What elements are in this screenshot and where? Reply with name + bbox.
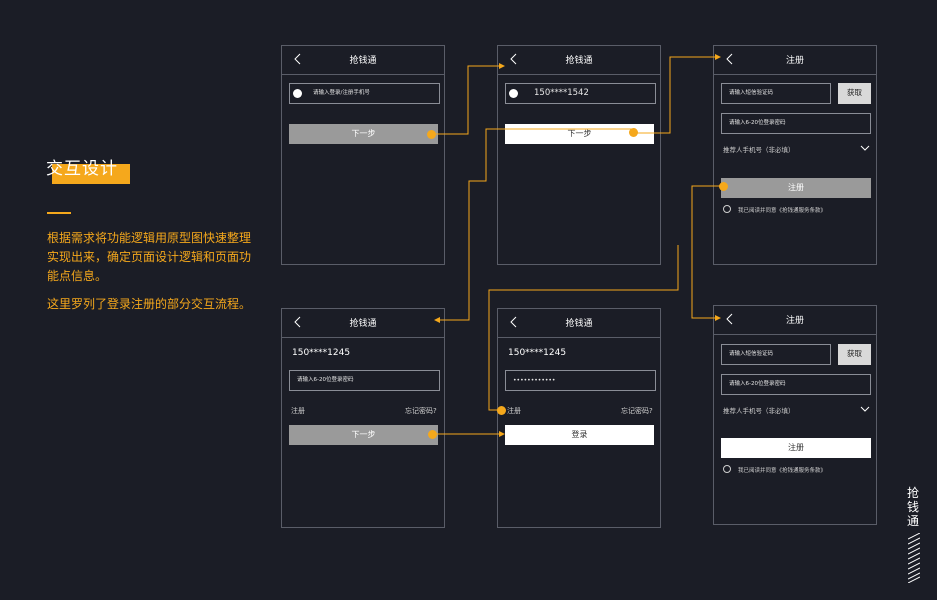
screen-header: 抢钱通 — [498, 309, 660, 338]
back-arrow-icon[interactable] — [291, 52, 305, 66]
password-masked-value: •••••••••••• — [513, 377, 556, 384]
agree-terms-text: 我已阅读并同意《抢钱通服务条款》 — [738, 468, 827, 474]
password-input[interactable]: 请输入6-20位登录密码 — [289, 370, 440, 391]
section-title: 交互设计 — [46, 159, 118, 179]
screen-password-login: 抢钱通 150****1245 请输入6-20位登录密码 注册 忘记密码? 下一… — [281, 308, 445, 528]
intro-paragraph-2: 这里罗列了登录注册的部分交互流程。 — [47, 297, 252, 311]
register-button[interactable]: 注册 — [721, 438, 871, 458]
phone-input[interactable]: 150****1542 — [505, 83, 656, 104]
agree-checkbox[interactable] — [723, 465, 731, 473]
password-input[interactable]: •••••••••••• — [505, 370, 656, 391]
back-arrow-icon[interactable] — [723, 312, 737, 326]
screen-header: 抢钱通 — [498, 46, 660, 75]
forgot-password-link[interactable]: 忘记密码? — [621, 407, 653, 415]
phone-radio-icon — [509, 89, 518, 98]
brand-vertical-text: 抢钱通 — [906, 486, 919, 528]
screen-title: 抢钱通 — [565, 319, 593, 329]
screen-login-filled: 抢钱通 150****1542 下一步 — [497, 45, 661, 265]
phone-input-placeholder: 请输入登录/注册手机号 — [313, 90, 370, 96]
screen-header: 抢钱通 — [282, 309, 444, 338]
title-highlight — [52, 164, 130, 184]
phone-number: 150****1245 — [292, 348, 351, 358]
next-button[interactable]: 下一步 — [289, 425, 438, 445]
back-arrow-icon[interactable] — [291, 315, 305, 329]
login-button[interactable]: 登录 — [505, 425, 654, 445]
referrer-label: 推荐人手机号（非必填） — [723, 407, 795, 415]
chevron-down-icon[interactable] — [860, 144, 870, 152]
phone-radio-icon — [293, 89, 302, 98]
get-code-button[interactable]: 获取 — [838, 344, 871, 365]
screen-title: 注册 — [785, 56, 804, 66]
screen-password-login-filled: 抢钱通 150****1245 •••••••••••• 注册 忘记密码? 登录 — [497, 308, 661, 528]
sms-code-placeholder: 请输入短信验证码 — [729, 90, 774, 96]
back-arrow-icon[interactable] — [507, 52, 521, 66]
password-placeholder: 请输入6-20位登录密码 — [297, 377, 354, 383]
back-arrow-icon[interactable] — [723, 52, 737, 66]
screen-login-empty: 抢钱通 请输入登录/注册手机号 下一步 — [281, 45, 445, 265]
next-button[interactable]: 下一步 — [289, 124, 438, 144]
intro-paragraph-1: 根据需求将功能逻辑用原型图快速整理实现出来，确定页面设计逻辑和页面功能点信息。 — [47, 231, 252, 283]
sms-code-input[interactable]: 请输入短信验证码 — [721, 83, 831, 104]
flow-dot — [497, 406, 506, 415]
flow-dot — [629, 128, 638, 137]
stripes-decoration — [908, 533, 920, 583]
chevron-down-icon[interactable] — [860, 405, 870, 413]
agree-terms-text: 我已阅读并同意《抢钱通服务条款》 — [738, 208, 827, 214]
screen-header: 注册 — [714, 306, 876, 335]
screen-register: 注册 请输入短信验证码 获取 请输入6-20位登录密码 推荐人手机号（非必填） … — [713, 45, 877, 265]
title-underline — [47, 212, 71, 214]
get-code-button[interactable]: 获取 — [838, 83, 871, 104]
forgot-password-link[interactable]: 忘记密码? — [405, 407, 437, 415]
screen-header: 抢钱通 — [282, 46, 444, 75]
password-placeholder: 请输入6-20位登录密码 — [729, 120, 786, 126]
screen-register-filled: 注册 请输入短信验证码 获取 请输入6-20位登录密码 推荐人手机号（非必填） … — [713, 305, 877, 525]
screen-title: 注册 — [785, 316, 804, 326]
password-input[interactable]: 请输入6-20位登录密码 — [721, 374, 871, 395]
phone-number: 150****1245 — [508, 348, 567, 358]
register-button[interactable]: 注册 — [721, 178, 871, 198]
password-placeholder: 请输入6-20位登录密码 — [729, 381, 786, 387]
flow-dot — [427, 130, 436, 139]
screen-title: 抢钱通 — [349, 56, 377, 66]
sms-code-input[interactable]: 请输入短信验证码 — [721, 344, 831, 365]
sms-code-placeholder: 请输入短信验证码 — [729, 351, 774, 357]
referrer-label: 推荐人手机号（非必填） — [723, 146, 795, 154]
flow-dot — [719, 182, 728, 191]
register-link[interactable]: 注册 — [507, 407, 521, 415]
phone-input[interactable]: 请输入登录/注册手机号 — [289, 83, 440, 104]
password-input[interactable]: 请输入6-20位登录密码 — [721, 113, 871, 134]
flow-dot — [428, 430, 437, 439]
register-link[interactable]: 注册 — [291, 407, 305, 415]
agree-checkbox[interactable] — [723, 205, 731, 213]
screen-header: 注册 — [714, 46, 876, 75]
phone-input-value: 150****1542 — [534, 88, 589, 98]
screen-title: 抢钱通 — [565, 56, 593, 66]
screen-title: 抢钱通 — [349, 319, 377, 329]
